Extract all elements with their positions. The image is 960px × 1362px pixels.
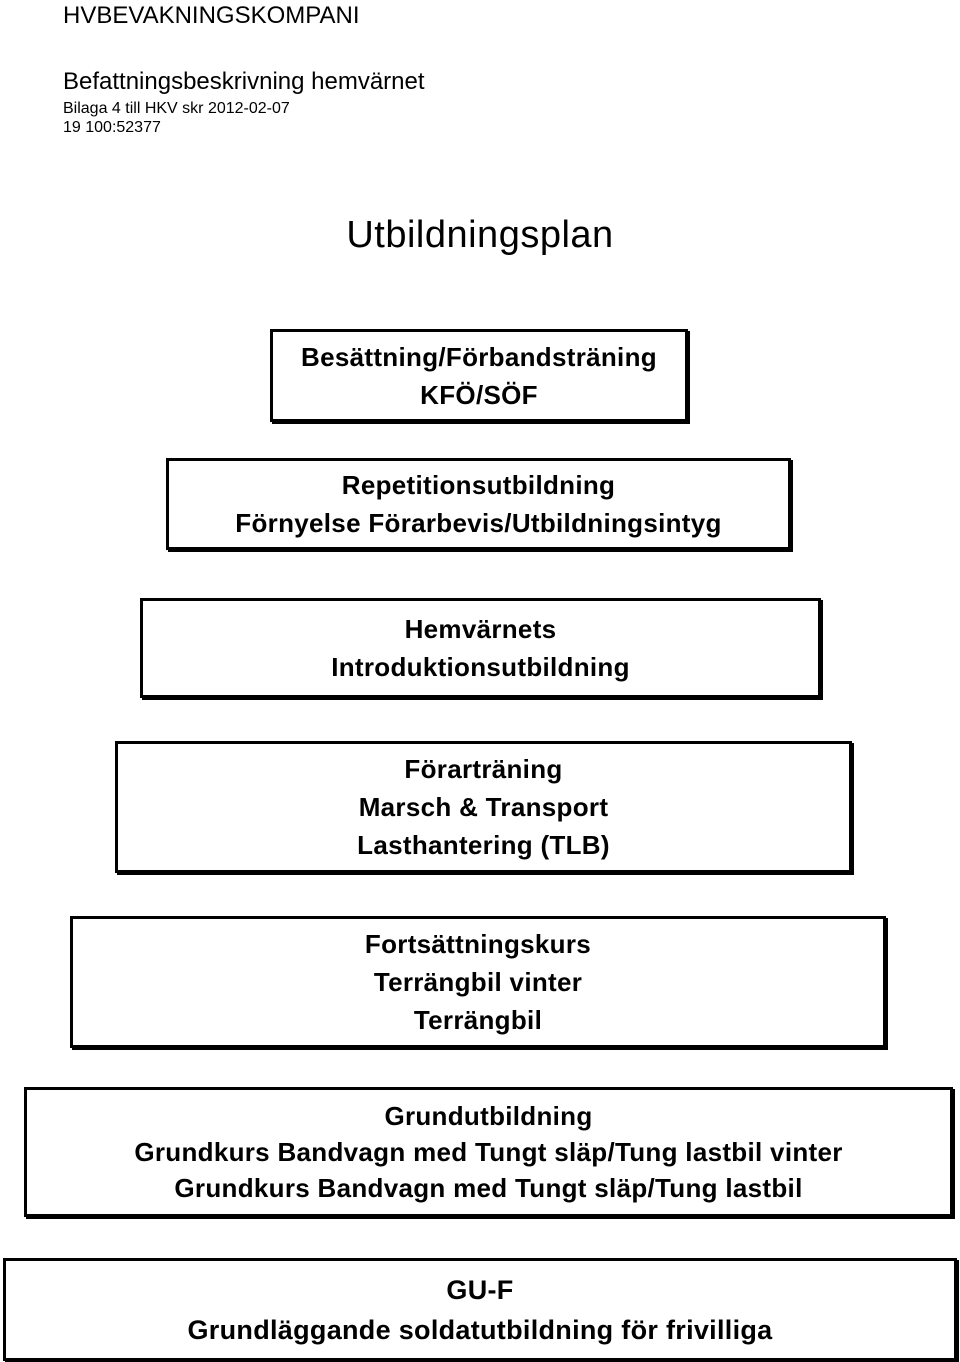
plan-level-line: Förnyelse Förarbevis/Utbildningsintyg xyxy=(235,508,722,538)
plan-level-line: Förarträning xyxy=(404,754,563,784)
document-number: 19 100:52377 xyxy=(63,119,161,136)
plan-level-line: Terrängbil xyxy=(413,1005,543,1035)
plan-level-line: Introduktionsutbildning xyxy=(331,652,630,682)
plan-level-box: Besättning/Förbandsträning KFÖ/SÖF xyxy=(270,329,688,422)
plan-level-box: Grundutbildning Grundkurs Bandvagn med T… xyxy=(24,1087,953,1217)
plan-level-line: Terrängbil vinter xyxy=(373,967,583,997)
plan-level-line: Besättning/Förbandsträning xyxy=(301,341,657,372)
plan-level-box: Fortsättningskurs Terrängbil vinter Terr… xyxy=(70,916,886,1048)
plan-level-line: Grundkurs Bandvagn med Tungt släp/Tung l… xyxy=(174,1173,803,1203)
plan-title: Utbildningsplan xyxy=(346,214,614,256)
plan-level-box: Förarträning Marsch & Transport Lasthant… xyxy=(115,741,852,873)
plan-level-line: Marsch & Transport xyxy=(358,792,609,822)
plan-level-line: Grundläggande soldatutbildning för frivi… xyxy=(187,1314,773,1345)
plan-level-line: KFÖ/SÖF xyxy=(420,379,538,410)
plan-level-line: Fortsättningskurs xyxy=(364,929,592,959)
plan-level-line: Repetitionsutbildning xyxy=(341,470,616,500)
plan-level-line: Hemvärnets xyxy=(404,614,557,644)
document-title: Befattningsbeskrivning hemvärnet xyxy=(63,68,425,95)
organization-name: HVBEVAKNINGSKOMPANI xyxy=(63,2,360,29)
plan-level-box: Repetitionsutbildning Förnyelse Förarbev… xyxy=(166,458,791,550)
plan-level-line: Lasthantering (TLB) xyxy=(357,830,610,860)
plan-level-line: GU-F xyxy=(446,1274,514,1305)
plan-level-line: Grundkurs Bandvagn med Tungt släp/Tung l… xyxy=(134,1137,843,1167)
plan-level-box: GU-F Grundläggande soldatutbildning för … xyxy=(3,1258,957,1361)
attachment-reference: Bilaga 4 till HKV skr 2012-02-07 xyxy=(63,100,290,117)
plan-level-line: Grundutbildning xyxy=(384,1101,593,1131)
plan-level-box: Hemvärnets Introduktionsutbildning xyxy=(140,598,821,698)
